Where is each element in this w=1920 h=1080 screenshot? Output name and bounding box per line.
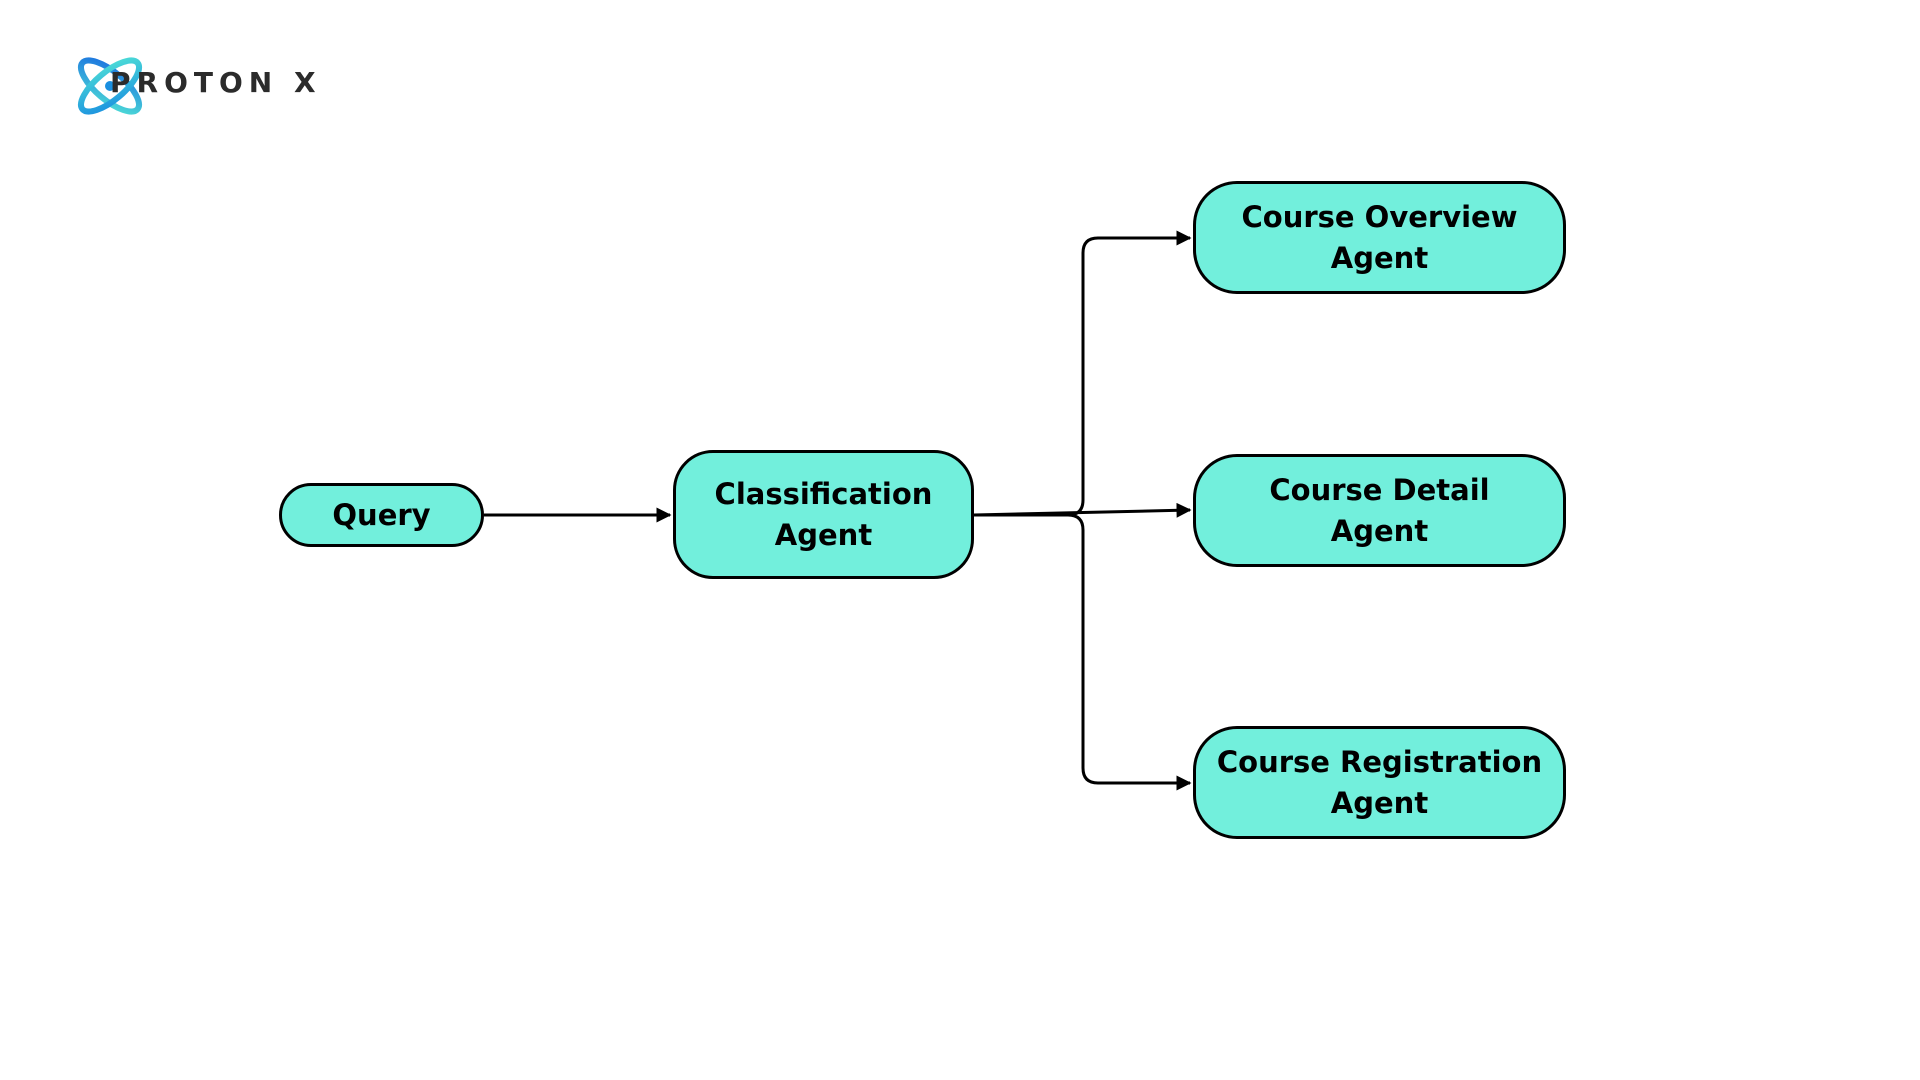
edge-classification-to-detail (973, 502, 1192, 518)
node-detail-label-line1: Course Detail (1269, 472, 1490, 507)
proton-atom-icon (77, 57, 143, 115)
brand-name: PROTON X (110, 66, 322, 99)
node-course-registration-agent: Course Registration Agent (1193, 726, 1566, 839)
node-course-overview-agent: Course Overview Agent (1193, 181, 1566, 294)
node-query: Query (279, 483, 484, 547)
node-registration-label-line1: Course Registration (1216, 744, 1543, 779)
node-query-label: Query (332, 497, 431, 532)
node-detail-label-line2: Agent (1330, 513, 1429, 548)
edge-classification-to-registration (1067, 513, 1192, 791)
node-overview-label-line1: Course Overview (1241, 199, 1518, 234)
node-registration-label-line2: Agent (1330, 785, 1429, 820)
node-classification-label-line2: Agent (774, 517, 873, 552)
node-overview-label-line2: Agent (1330, 240, 1429, 275)
node-classification-agent: Classification Agent (673, 450, 974, 579)
node-classification-label-line1: Classification (714, 476, 933, 511)
edge-classification-to-overview (974, 230, 1192, 517)
node-course-detail-agent: Course Detail Agent (1193, 454, 1566, 567)
brand-logo: PROTON X (68, 44, 316, 128)
